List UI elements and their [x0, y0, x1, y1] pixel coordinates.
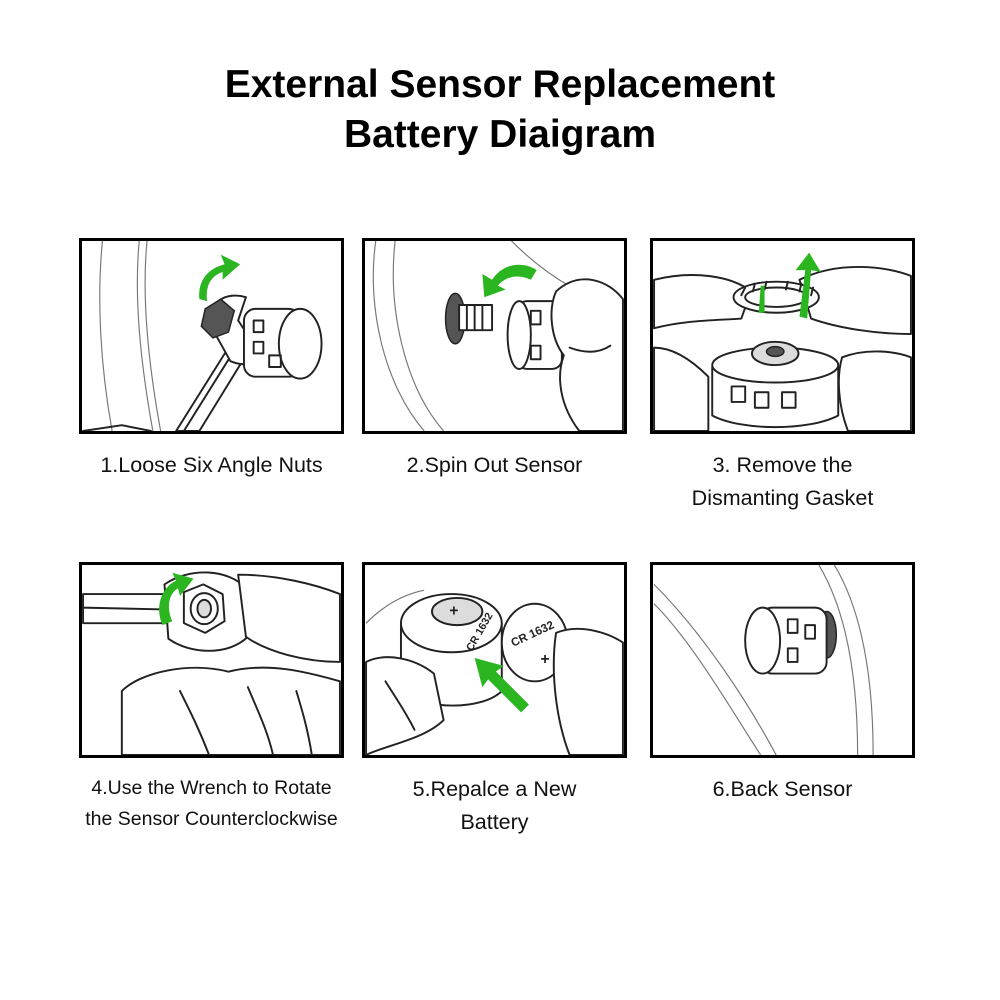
- step-5-caption: 5.Repalce a New Battery: [343, 773, 646, 839]
- step-5-illustration: + CR 1632 CR 1632 +: [362, 562, 627, 758]
- wrench-rotate-drawing: [82, 571, 341, 755]
- step-6-caption-line-1: 6.Back Sensor: [712, 777, 853, 801]
- battery-slot: [431, 596, 484, 627]
- wrench-on-sensor-drawing: [82, 241, 323, 431]
- step-5-caption-line-2: Battery: [460, 810, 529, 834]
- step-4-caption: 4.Use the Wrench to Rotate the Sensor Co…: [60, 773, 363, 835]
- replace-battery-drawing: + CR 1632 CR 1632 +: [365, 589, 624, 755]
- step-6-illustration: [650, 562, 915, 758]
- step-4-caption-line-2: the Sensor Counterclockwise: [85, 808, 338, 830]
- rotate-arrow-icon: [199, 254, 241, 302]
- insert-arrow-icon: [474, 658, 529, 713]
- sensor-cap: [744, 606, 782, 675]
- right-hand: [552, 627, 624, 755]
- plus-mark: +: [449, 602, 458, 619]
- left-hand: [365, 656, 445, 755]
- step-1-caption: 1.Loose Six Angle Nuts: [60, 449, 363, 482]
- rotate-arrow-icon: [159, 572, 194, 626]
- step-1-caption-line-1: 1.Loose Six Angle Nuts: [100, 453, 323, 477]
- hex-nut: [200, 298, 236, 339]
- lift-marker-icon: [758, 285, 765, 313]
- hand: [550, 278, 624, 431]
- right-hand: [798, 265, 912, 336]
- step-2-illustration: [362, 238, 627, 434]
- remove-gasket-drawing: [653, 252, 912, 431]
- spin-out-sensor-drawing: [372, 241, 624, 431]
- step-3-caption-line-1: 3. Remove the: [712, 453, 853, 477]
- step-5-caption-line-1: 5.Repalce a New: [412, 777, 577, 801]
- sensor-base: [711, 366, 840, 429]
- sensor-open-end: [506, 300, 532, 370]
- step-3-caption-line-2: Dismanting Gasket: [691, 486, 874, 510]
- step-3-caption: 3. Remove the Dismanting Gasket: [631, 449, 934, 515]
- sensor-body: [237, 573, 341, 663]
- hand: [120, 666, 341, 755]
- sensor-cap: [277, 307, 323, 380]
- plus-mark-new: +: [541, 651, 550, 668]
- title-line-2: Battery Diaigram: [343, 113, 657, 156]
- back-sensor-drawing: [653, 565, 874, 755]
- step-2-caption-line-1: 2.Spin Out Sensor: [406, 453, 583, 477]
- spin-arrow-icon: [482, 264, 537, 298]
- step-4-illustration: [79, 562, 344, 758]
- step-3-illustration: [650, 238, 915, 434]
- lift-arrow-icon: [795, 252, 821, 319]
- step-2-caption: 2.Spin Out Sensor: [343, 449, 646, 482]
- title-line-1: External Sensor Replacement: [224, 63, 776, 106]
- step-6-caption: 6.Back Sensor: [631, 773, 934, 806]
- step-4-caption-line-1: 4.Use the Wrench to Rotate: [91, 777, 332, 799]
- step-1-illustration: [79, 238, 344, 434]
- page-title: External Sensor Replacement Battery Diai…: [0, 60, 1000, 160]
